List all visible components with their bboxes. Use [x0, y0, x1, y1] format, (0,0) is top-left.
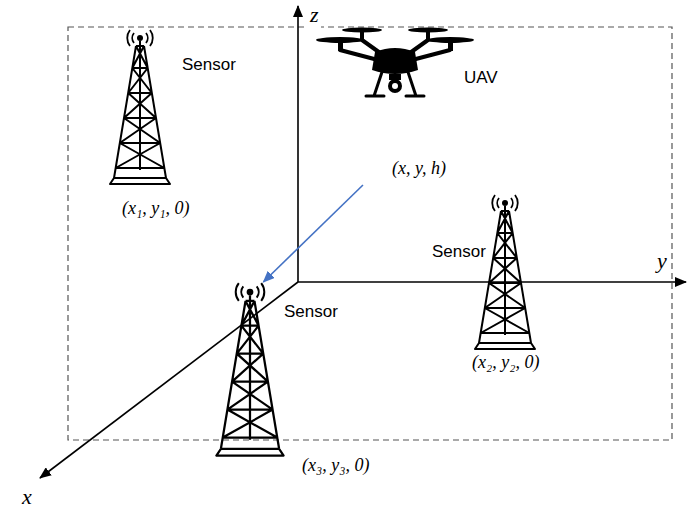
- region-border: [68, 27, 672, 440]
- uav-node: UAV (x, y, h): [320, 18, 520, 185]
- tower-icon: [216, 283, 283, 455]
- axis-label: z: [308, 2, 321, 28]
- x-axis: [40, 282, 298, 478]
- node-name: Sensor: [180, 55, 238, 75]
- coordinate-label: (x₃, y₃, 0): [300, 455, 371, 477]
- drone-icon: [316, 28, 474, 97]
- coordinate-label: (x, y, h): [390, 158, 448, 180]
- node-name: Sensor: [430, 242, 488, 262]
- node-name: Sensor: [282, 302, 340, 322]
- axis-label: y: [655, 248, 669, 274]
- z-axis: [297, 6, 299, 282]
- sensor-node: Sensor (x₂, y₂, 0): [420, 195, 570, 395]
- sensor-node: Sensor (x₃, y₃, 0): [200, 282, 390, 481]
- coordinate-label: (x₂, y₂, 0): [470, 352, 541, 374]
- tower-icon: [475, 195, 535, 349]
- axis-label: x: [20, 484, 34, 510]
- sensor-node: Sensor (x₁, y₁, 0): [95, 30, 275, 230]
- tower-icon: [110, 30, 170, 184]
- signal-arrow: [263, 185, 363, 282]
- coordinate-label: (x₁, y₁, 0): [120, 198, 191, 220]
- node-name: UAV: [462, 68, 500, 88]
